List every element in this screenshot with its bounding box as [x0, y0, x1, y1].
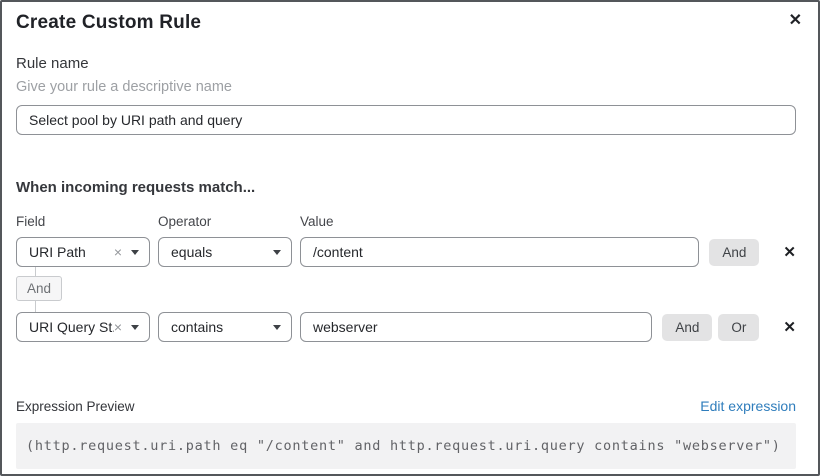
rule-name-label: Rule name — [16, 55, 89, 72]
expression-preview-header: Expression Preview Edit expression — [16, 398, 796, 414]
chevron-down-icon — [131, 324, 139, 330]
clear-selection-icon[interactable]: × — [113, 319, 122, 335]
chevron-down-icon — [273, 324, 281, 330]
edit-expression-link[interactable]: Edit expression — [700, 398, 796, 414]
delete-row-icon[interactable]: ✕ — [783, 243, 796, 261]
field-column-label: Field — [16, 214, 46, 229]
operator-column-label: Operator — [158, 214, 212, 229]
operator-select-value: contains — [171, 319, 224, 335]
operator-select-value: equals — [171, 244, 213, 260]
add-or-condition-button[interactable]: Or — [718, 313, 760, 341]
add-and-condition-button[interactable]: And — [709, 238, 760, 266]
field-select-value: URI Query St... — [29, 319, 114, 335]
rule-name-input[interactable] — [16, 105, 796, 135]
condition-connector: And — [16, 267, 796, 312]
condition-row: URI Path × equals And ✕ — [16, 237, 796, 267]
operator-select[interactable]: equals — [158, 237, 292, 267]
dialog-title: Create Custom Rule — [16, 12, 202, 33]
condition-column-labels: Field Operator Value — [16, 214, 796, 229]
field-select[interactable]: URI Query St... × — [16, 312, 150, 342]
and-connector-badge: And — [16, 276, 63, 301]
match-section-heading: When incoming requests match... — [16, 179, 256, 196]
condition-row: URI Query St... × contains And Or ✕ — [16, 312, 796, 342]
field-select[interactable]: URI Path × — [16, 237, 150, 267]
value-input[interactable] — [300, 237, 700, 267]
expression-preview-code: (http.request.uri.path eq "/content" and… — [16, 423, 796, 469]
close-icon[interactable]: ✕ — [788, 12, 802, 29]
expression-preview-label: Expression Preview — [16, 399, 135, 414]
field-select-value: URI Path — [29, 244, 86, 260]
rule-name-helper-text: Give your rule a descriptive name — [16, 79, 232, 95]
delete-row-icon[interactable]: ✕ — [783, 318, 796, 336]
value-input[interactable] — [300, 312, 653, 342]
chevron-down-icon — [273, 249, 281, 255]
clear-selection-icon[interactable]: × — [113, 244, 122, 260]
value-column-label: Value — [300, 214, 334, 229]
chevron-down-icon — [131, 249, 139, 255]
dialog-header: Create Custom Rule ✕ — [16, 12, 802, 34]
operator-select[interactable]: contains — [158, 312, 292, 342]
add-and-condition-button[interactable]: And — [662, 313, 713, 341]
